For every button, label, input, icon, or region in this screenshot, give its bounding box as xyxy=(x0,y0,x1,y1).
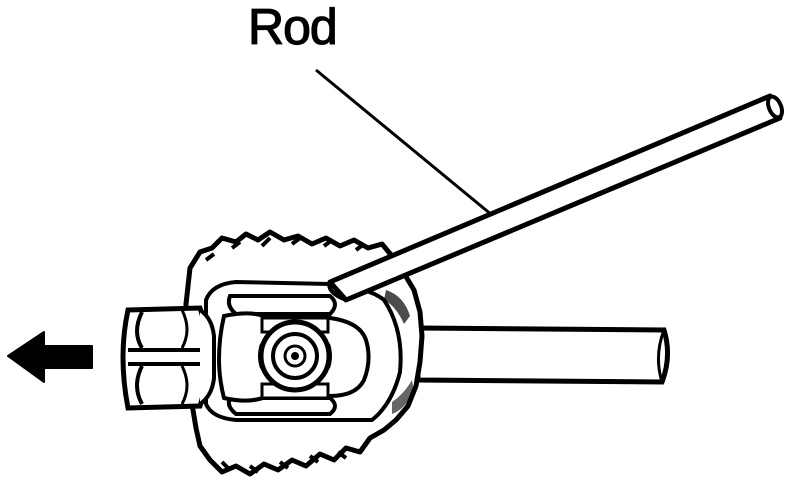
callout-leader-line xyxy=(315,68,499,222)
rod-icon xyxy=(327,93,784,303)
inner-race-icon xyxy=(217,294,371,416)
stub-shaft-icon xyxy=(120,305,216,411)
rod-callout-label: Rod xyxy=(247,0,338,55)
direction-arrow-icon xyxy=(7,331,93,383)
drive-shaft-icon xyxy=(415,325,670,385)
